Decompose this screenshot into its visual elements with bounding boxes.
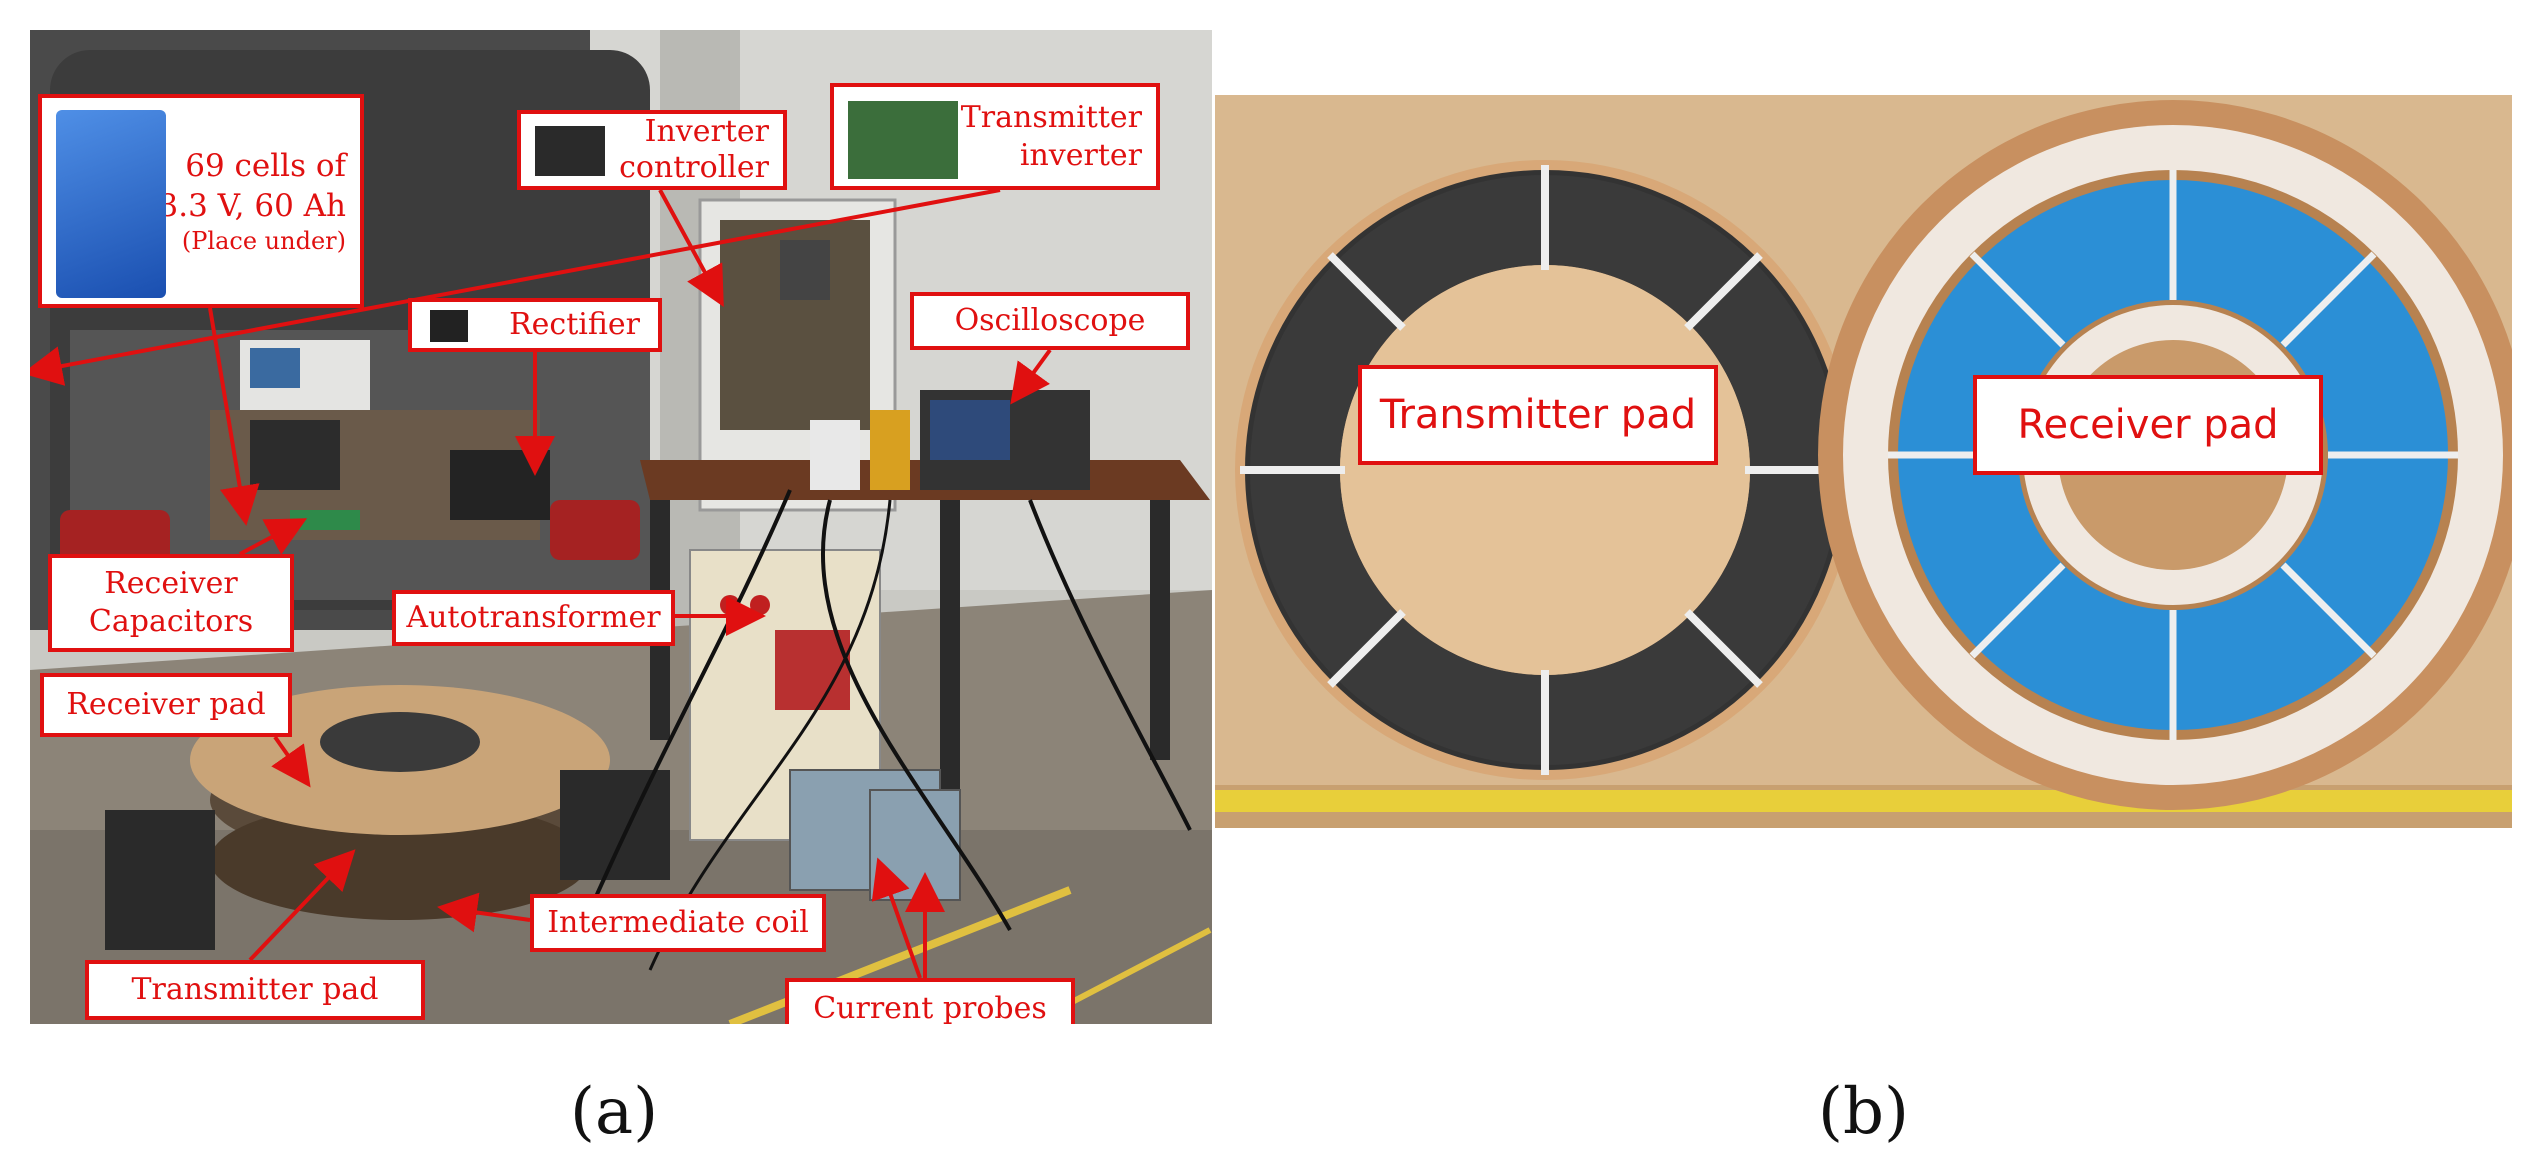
label-autotransformer: Autotransformer (392, 590, 675, 646)
label-transmitter-pad-b: Transmitter pad (1358, 365, 1718, 465)
label-receiver-capacitors: Receiver Capacitors (48, 554, 294, 652)
label-current-probes: Current probes (785, 978, 1075, 1024)
label-transmitter-pad-a: Transmitter pad (85, 960, 425, 1020)
label-receiver-pad-b: Receiver pad (1973, 375, 2323, 475)
rectifier-diode-icon (430, 310, 468, 342)
label-battery-cells: 69 cells of 3.3 V, 60 Ah (Place under) (38, 94, 364, 308)
photo-panel-a: 69 cells of 3.3 V, 60 Ah (Place under) I… (30, 30, 1212, 1024)
label-oscilloscope: Oscilloscope (910, 292, 1190, 350)
label-receiver-pad-a: Receiver pad (40, 673, 292, 737)
label-transmitter-inverter: Transmitter inverter (830, 83, 1160, 190)
caption-b: (b) (1818, 1075, 1909, 1149)
caption-a: (a) (570, 1075, 659, 1149)
label-rectifier: Rectifier (408, 298, 662, 352)
label-inverter-controller: Inverter controller (517, 110, 787, 190)
controller-board-icon (535, 126, 605, 176)
label-intermediate-coil: Intermediate coil (530, 894, 826, 952)
inverter-board-icon (848, 101, 958, 179)
battery-icon (56, 110, 166, 298)
photo-panel-b: Transmitter pad Receiver pad (1215, 95, 2512, 828)
